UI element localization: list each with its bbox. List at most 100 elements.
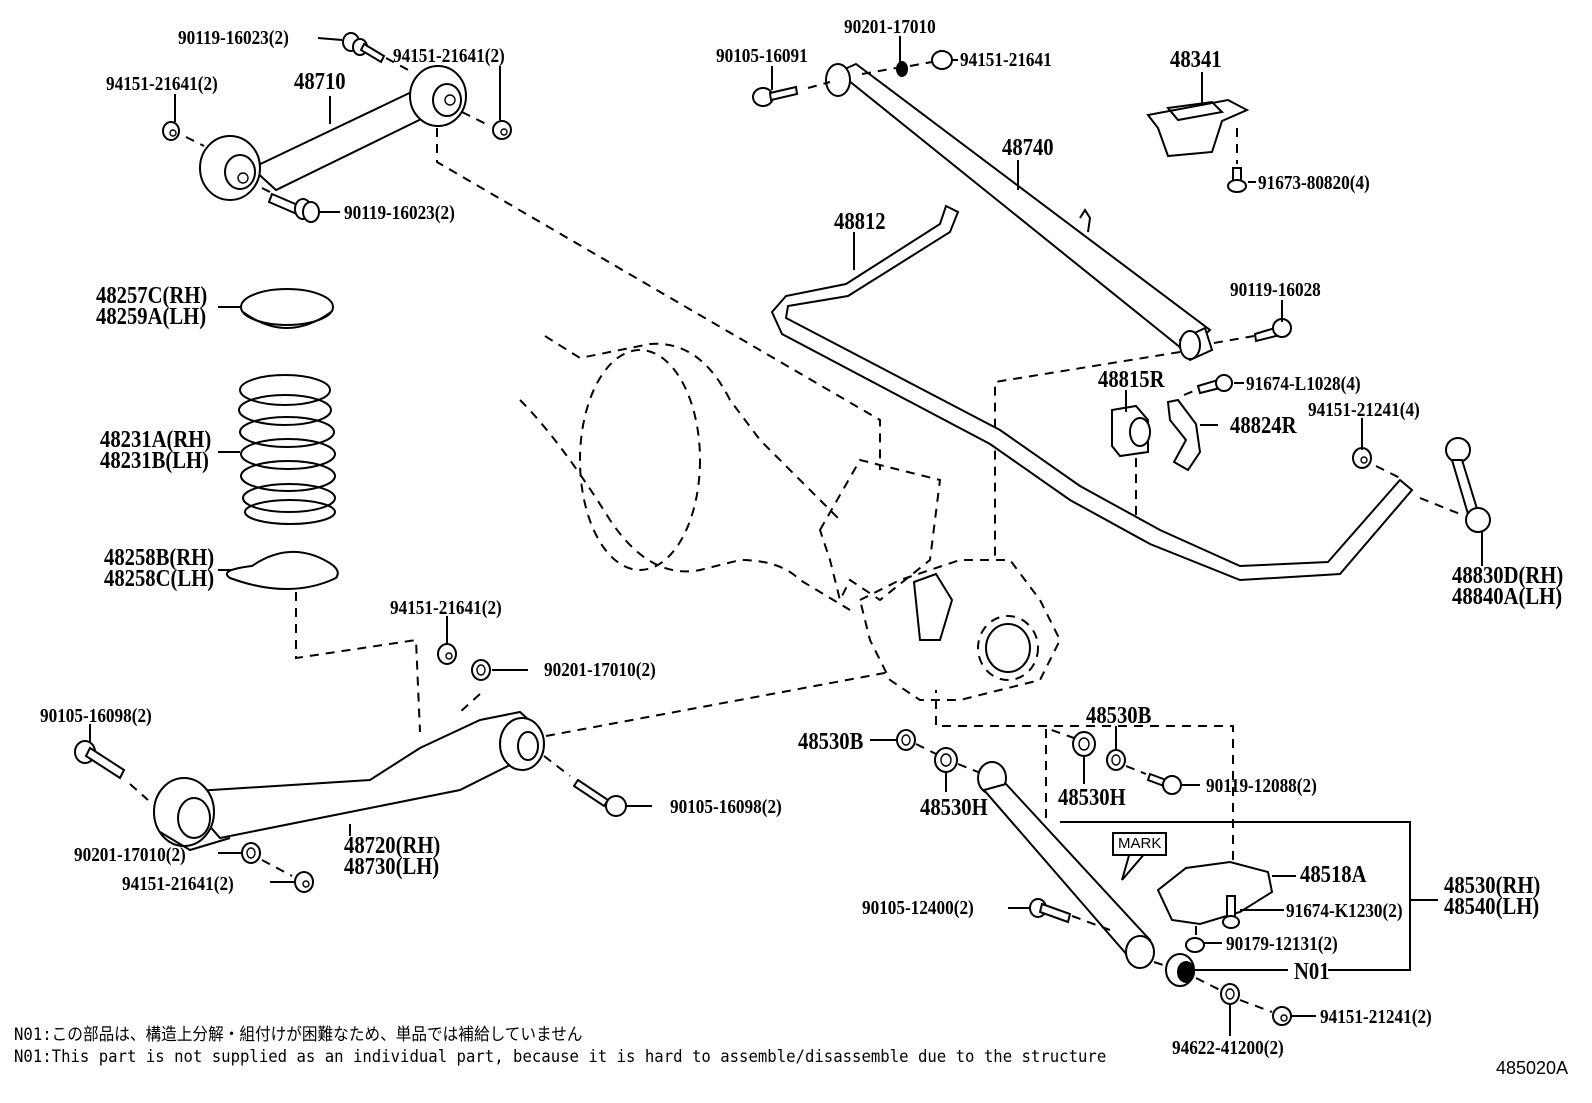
lower-arm-nut-top [437,643,457,665]
label-shock-assy-rh: 48530(RH) [1444,873,1541,899]
lower-arm-nut-bottom [294,871,314,893]
label-stabilizer-link-rh: 48830D(RH) [1452,563,1564,589]
label-shock-assy-lh: 48540(LH) [1444,894,1540,920]
label-shock-bushing-n01: N01 [1294,959,1330,985]
upper-arm-nut-left [162,121,180,141]
label-shock-bolt-lower: 90105-12400(2) [862,897,974,919]
label-shock-bracket-bolt: 91674-K1230(2) [1286,900,1403,922]
lateral-rod-bolt [752,85,799,107]
shock-cushion-right-b [1106,749,1126,771]
label-bracket-bolt: 91673-80820(4) [1258,172,1370,194]
lateral-rod-washer [896,61,908,77]
label-coil-spring-lh: 48231B(LH) [100,448,209,474]
stabilizer-bracket-48824r [1166,398,1202,472]
note-n01-english: N01:This part is not supplied as an indi… [14,1047,1107,1067]
label-coil-spring: 48231A(RH) 48231B(LH) [100,427,212,474]
label-stabilizer-nut: 94151-21241(4) [1308,399,1420,421]
diagram-code: 485020A [1496,1058,1569,1078]
label-upper-arm-bolt-bottom: 90119-16023(2) [344,202,455,224]
shock-bushing-n01 [1165,953,1195,987]
label-lateral-rod-bolt-end: 90119-16028 [1230,279,1321,301]
stabilizer-bolt [1196,374,1233,395]
label-shock-washer-lower: 94622-41200(2) [1172,1037,1284,1059]
label-lower-arm-washer-bottom: 90201-17010(2) [74,844,186,866]
label-stabilizer-bolt: 91674-L1028(4) [1246,373,1361,395]
label-lower-arm-bolt-right: 90105-16098(2) [670,796,782,818]
label-stabilizer-link-lh: 48840A(LH) [1452,584,1563,610]
shock-bracket-bolt [1222,895,1240,929]
shock-cushion-left-h [934,747,958,773]
upper-arm-48710[interactable] [199,65,467,201]
label-lower-spring-seat-lh: 48258C(LH) [104,566,215,592]
upper-arm-bolt-bottom [267,192,320,223]
lower-arm-washer-bottom [241,842,261,864]
label-lateral-rod-bolt: 90105-16091 [716,45,808,67]
shock-nut-lower [1272,1006,1292,1026]
label-lower-arm-washer-top: 90201-17010(2) [544,659,656,681]
lateral-rod-nut [931,50,953,70]
label-stabilizer-bushing: 48815R [1098,367,1165,393]
label-shock-cushion-left-b: 48530B [798,729,864,755]
upper-arm-bolt-top [342,32,386,64]
label-lateral-rod-nut: 94151-21641 [960,49,1052,71]
stabilizer-link-nut [1352,447,1372,469]
label-shock-assy: 48530(RH) 48540(LH) [1444,873,1541,920]
lateral-rod-bolt-end [1253,318,1292,343]
bracket-48341[interactable] [1146,98,1250,158]
label-stabilizer-link: 48830D(RH) 48840A(LH) [1452,563,1564,610]
stabilizer-bushing-48815r [1111,404,1151,458]
shock-cushion-right-h [1072,731,1096,757]
stabilizer-bar-48812[interactable] [770,204,1414,582]
lower-arm-48720[interactable] [153,710,545,852]
bracket-bolt [1227,167,1247,193]
label-shock-bracket-nut: 90179-12131(2) [1226,933,1338,955]
label-upper-arm-bolt-top: 90119-16023(2) [178,27,289,49]
label-upper-arm-nut-right: 94151-21641(2) [393,45,505,67]
label-shock-cushion-right-h: 48530H [1058,785,1126,811]
lower-arm-bolt-right [572,778,627,817]
label-bracket: 48341 [1170,47,1222,73]
label-stabilizer-bracket: 48824R [1230,413,1297,439]
label-shock-bracket: 48518A [1300,862,1367,888]
label-lower-arm-rh: 48720(RH) [344,833,441,859]
shock-absorber[interactable] [977,761,1155,969]
coil-spring[interactable] [238,374,336,525]
lower-spring-seat[interactable] [225,551,339,590]
label-lateral-rod-washer: 90201-17010 [844,16,936,38]
shock-cushion-left-b [896,729,916,751]
label-lower-arm-nut-bottom: 94151-21641(2) [122,873,234,895]
label-lower-spring-seat-rh: 48258B(RH) [104,545,215,571]
label-shock-cushion-left-h: 48530H [920,795,988,821]
lower-arm-washer-top [471,659,491,681]
shock-bolt-lower [1029,898,1072,924]
label-upper-arm-nut-left: 94151-21641(2) [106,73,218,95]
upper-spring-seat[interactable] [240,288,334,329]
axle-carrier [818,458,1062,701]
label-upper-arm: 48710 [294,69,346,95]
shock-bolt-top [1146,772,1182,795]
stabilizer-link[interactable] [1445,437,1491,533]
label-shock-cushion-right-b: 48530B [1086,703,1152,729]
shock-washer-lower [1220,983,1240,1005]
label-stabilizer-bar: 48812 [834,209,886,235]
shock-bracket-48518a[interactable] [1156,860,1274,926]
label-lower-arm: 48720(RH) 48730(LH) [344,833,441,880]
label-shock-bolt-top: 90119-12088(2) [1206,775,1317,797]
lateral-rod-48740[interactable] [825,62,1214,362]
label-lower-arm-lh: 48730(LH) [344,854,440,880]
shock-bracket-nut [1185,937,1205,953]
note-n01-japanese: N01:この部品は、構造上分解・組付けが困難なため、単品では補給していません [14,1025,583,1045]
label-lower-spring-seat: 48258B(RH) 48258C(LH) [104,545,215,592]
mark-callout: MARK [1112,832,1168,856]
upper-arm-nut-right [492,120,512,140]
label-upper-spring-seat-rh: 48257C(RH) [96,283,208,309]
lower-arm-bolt-left [74,740,126,780]
label-lower-arm-nut-top: 94151-21641(2) [390,597,502,619]
label-coil-spring-rh: 48231A(RH) [100,427,212,453]
label-upper-spring-seat-lh: 48259A(LH) [96,304,207,330]
label-lower-arm-bolt-left: 90105-16098(2) [40,705,152,727]
label-upper-spring-seat: 48257C(RH) 48259A(LH) [96,283,208,330]
label-shock-nut-lower: 94151-21241(2) [1320,1006,1432,1028]
